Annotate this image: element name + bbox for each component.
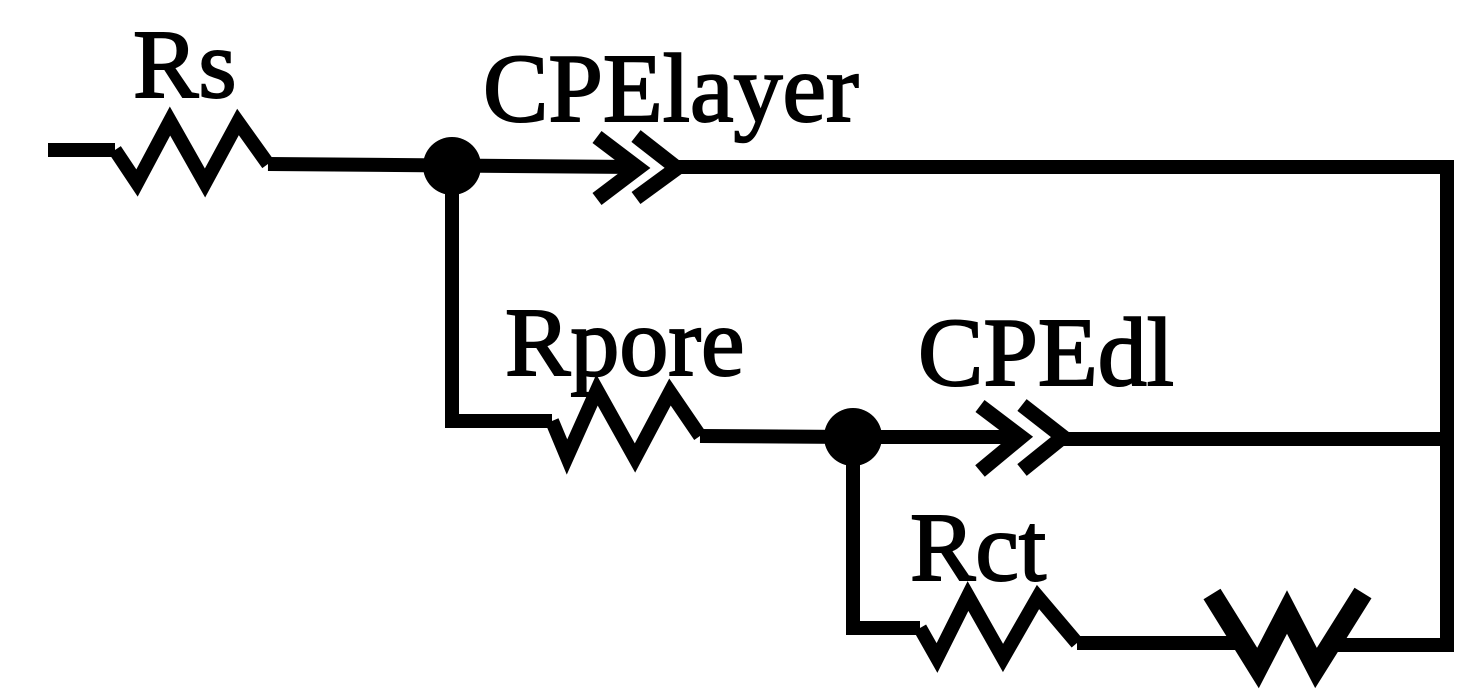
cpe-dl-label: CPEdl xyxy=(918,299,1174,407)
rs-resistor-symbol xyxy=(109,106,274,198)
rs-label: Rs xyxy=(133,11,237,119)
node1-drop-wire xyxy=(445,166,552,428)
node2-drop-wire xyxy=(846,437,920,635)
rct-resistor-symbol xyxy=(913,581,1083,673)
cpe-layer-label: CPElayer xyxy=(483,35,859,143)
warburg-element-symbol xyxy=(1203,587,1372,689)
rpore-label: Rpore xyxy=(505,289,745,397)
cpe-dl-chevron-1 xyxy=(975,400,1034,477)
rpore-resistor-symbol xyxy=(545,374,706,475)
cpe-layer-chevron-1 xyxy=(592,131,651,205)
rct-label: Rct xyxy=(910,494,1046,602)
top-branch-and-right-rail-wire xyxy=(677,160,1454,652)
